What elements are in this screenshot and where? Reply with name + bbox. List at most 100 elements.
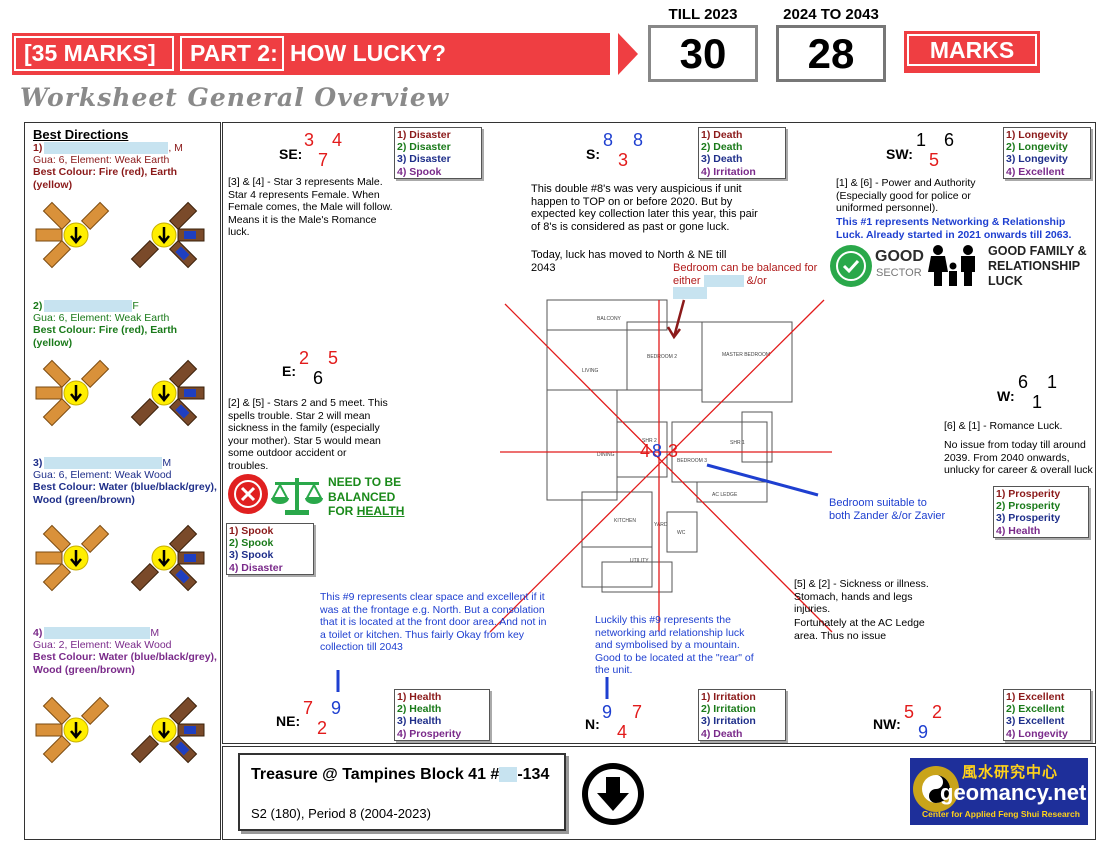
worksheet-subtitle: Worksheet General Overview (20, 83, 450, 112)
sector-w-label: W: (997, 388, 1015, 404)
sector-se-star-c: 7 (318, 150, 329, 170)
marks-label: MARKS (907, 34, 1037, 66)
part-label: PART 2: (180, 36, 284, 71)
direction-compass-images (34, 201, 206, 764)
sector-e-star-c: 6 (313, 368, 324, 388)
sector-se-label: SE: (279, 146, 303, 162)
sector-sw-label: SW: (886, 146, 913, 162)
note-bedroom-suitable: Bedroom suitable to both Zander &/or Zav… (829, 497, 946, 522)
checkmark-icon (830, 245, 872, 287)
property-box (238, 753, 566, 831)
center-star-c: 3 (668, 441, 679, 461)
redacted-name (44, 142, 169, 155)
plan-label: SHR 1 (730, 440, 745, 446)
note-n: Luckily this #9 represents the networkin… (595, 614, 754, 676)
sector-e-star-b: 5 (328, 348, 339, 368)
note-s: This double #8's was very auspicious if … (531, 183, 758, 233)
sector-ne-star-c: 2 (317, 718, 328, 738)
good-family-badge: GOOD FAMILY & RELATIONSHIP LUCK (988, 244, 1087, 288)
sector-e-star-a: 2 (299, 348, 310, 368)
center-star-b: 8 (652, 441, 663, 461)
plan-label: SHR 2 (642, 438, 657, 444)
plan-label: UTILITY (630, 558, 649, 564)
marks-badge: [35 MARKS] (14, 36, 174, 71)
property-details: S2 (180), Period 8 (2004-2023) (251, 806, 431, 821)
plan-label: WC (677, 530, 686, 536)
person-1: 1), M Gua: 6, Element: Weak Earth Best C… (33, 142, 217, 191)
sector-s-star-c: 3 (618, 150, 629, 170)
logo-main: geomancy.net (940, 780, 1087, 805)
sector-se-star-b: 4 (332, 130, 343, 150)
best-directions-panel (24, 122, 221, 840)
note-sw-blue: This #1 represents Networking & Relation… (836, 216, 1072, 241)
sector-nw-star-b: 2 (932, 702, 943, 722)
note-e: [2] & [5] - Stars 2 and 5 meet. This spe… (228, 397, 388, 472)
plan-label: MASTER BEDROOM (722, 352, 770, 358)
person-gua: Gua: 6, Element: Weak Wood (33, 469, 172, 482)
plan-label: BEDROOM 3 (677, 458, 707, 464)
grid-line (504, 303, 833, 633)
floor-plan: BALCONY LIVING BEDROOM 2 MASTER BEDROOM … (336, 299, 833, 699)
property-name: Treasure @ Tampines Block 41 #-134 (251, 766, 550, 783)
person-number: 1) (33, 142, 43, 154)
cross-icon (228, 474, 268, 514)
sector-sw-star-a: 1 (916, 130, 927, 150)
person-2: 2)F Gua: 6, Element: Weak Earth Best Col… (33, 300, 217, 349)
plan-label: BALCONY (597, 316, 622, 322)
sector-sw-star-b: 6 (944, 130, 955, 150)
period1-score: 30 (648, 25, 758, 82)
person-4: 4)M Gua: 2, Element: Weak Wood Best Colo… (33, 627, 217, 676)
note-nw1: [5] & [2] - Sickness or illness. Stomach… (794, 578, 929, 615)
period2-score: 28 (776, 25, 886, 82)
down-arrow-icon (666, 299, 686, 340)
person-gender: F (132, 300, 139, 312)
person-number: 2) (33, 300, 43, 312)
person-gua: Gua: 2, Element: Weak Wood (33, 639, 172, 652)
note-nw2: Fortunately at the AC Ledge area. Thus n… (794, 617, 925, 642)
sector-se-star-a: 3 (304, 130, 315, 150)
marks-label-box: MARKS (904, 31, 1040, 73)
person-gua: Gua: 6, Element: Weak Earth (33, 154, 170, 167)
note-ne: This #9 represents clear space and excel… (320, 591, 547, 653)
family-icon (928, 245, 975, 286)
sector-s-star-a: 8 (603, 130, 614, 150)
sector-nw-star-c: 9 (918, 722, 929, 742)
person-colour: Best Colour: Water (blue/black/grey), Wo… (33, 481, 217, 506)
plan-label: BEDROOM 2 (647, 354, 677, 360)
plan-label: KITCHEN (614, 518, 636, 524)
footer-panel (222, 746, 1096, 840)
sector-n-label: N: (585, 716, 600, 732)
note-s2: Today, luck has moved to North & NE till… (531, 249, 727, 274)
person-colour: Best Colour: Fire (red), Earth (yellow) (33, 166, 178, 191)
sector-nw-star-a: 5 (904, 702, 915, 722)
balance-scale-icon (271, 478, 323, 515)
yin-yang-icon (913, 766, 959, 812)
period2-label: 2024 TO 2043 (783, 6, 879, 23)
note-se: [3] & [4] - Star 3 represents Male. Star… (228, 176, 393, 238)
arrow-right-icon (618, 33, 638, 75)
person-3: 3)M Gua: 6, Element: Weak Wood Best Colo… (33, 457, 217, 506)
main-worksheet-panel (222, 122, 1096, 744)
arrow-down-icon (582, 763, 644, 825)
logo-chinese: 風水研究中心 (962, 763, 1059, 781)
sector-ne-star-a: 7 (303, 698, 314, 718)
person-colour: Best Colour: Fire (red), Earth (yellow) (33, 324, 178, 349)
sector-nw-label: NW: (873, 716, 901, 732)
center-star-a: 4 (640, 441, 651, 461)
plan-label: YARD (654, 522, 668, 528)
plan-label: LIVING (582, 368, 599, 374)
sector-w-star-b: 1 (1047, 372, 1058, 392)
sector-ne-star-b: 9 (331, 698, 342, 718)
title-banner (12, 33, 610, 75)
sector-s-label: S: (586, 146, 600, 162)
page-title: HOW LUCKY? (290, 40, 446, 66)
